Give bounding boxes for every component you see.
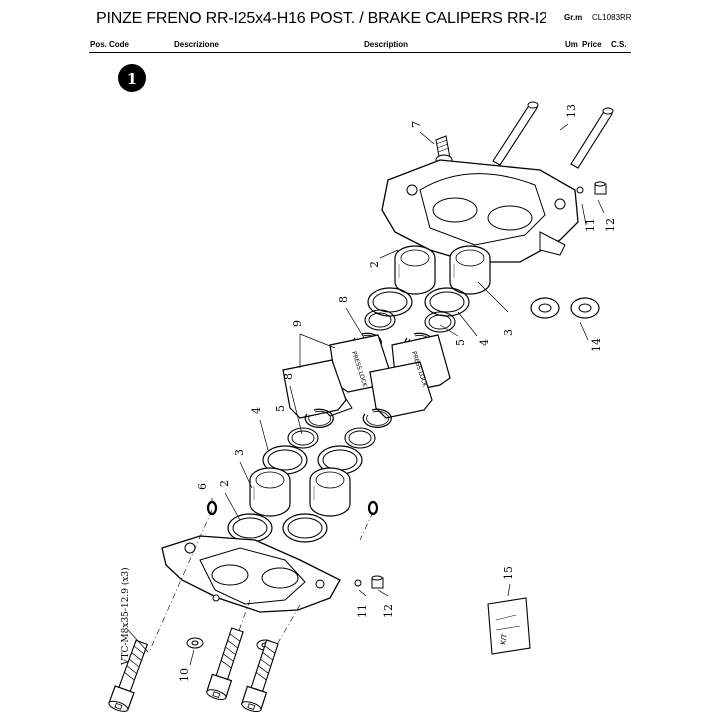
- caliper-upper-half: [381, 159, 579, 263]
- callout-3-upper: 3: [502, 329, 515, 336]
- lower-piston-stack: [227, 408, 392, 543]
- page-badge-number: 1: [127, 70, 137, 88]
- callout-12-lower: 12: [382, 604, 395, 618]
- callout-5-upper: 5: [454, 339, 467, 346]
- callout-9: 9: [291, 320, 304, 327]
- pin-13: [492, 101, 614, 169]
- callout-6: 6: [196, 483, 209, 490]
- callout-4-lower: 4: [250, 407, 263, 414]
- callout-13: 13: [565, 104, 578, 118]
- group-label: Gr.m: [564, 13, 583, 22]
- ring-nut-14: [530, 297, 600, 319]
- callout-11-upper: 11: [584, 218, 597, 232]
- header-rule: [89, 52, 631, 53]
- callout-4-upper: 4: [478, 339, 491, 346]
- callout-5-lower: 5: [274, 405, 287, 412]
- callout-8-lower: 8: [282, 373, 295, 380]
- col-descrizione: Descrizione: [174, 40, 219, 49]
- plug-12-lower: [371, 575, 384, 589]
- leader-lines: [127, 123, 605, 666]
- col-pos: Pos.: [90, 40, 107, 49]
- page-title: PINZE FRENO RR-I25x4-H16 POST. / BRAKE C…: [96, 10, 546, 27]
- callout-3-lower: 3: [233, 449, 246, 456]
- kit-label: KIT: [499, 632, 509, 645]
- callout-12-upper: 12: [604, 218, 617, 232]
- callout-8-upper: 8: [337, 296, 350, 303]
- callout-11-lower: 11: [356, 604, 369, 618]
- plug-12-upper: [594, 181, 607, 195]
- oring-6-right: [367, 500, 379, 516]
- col-description: Description: [364, 40, 409, 49]
- ball-11-lower: [354, 579, 362, 587]
- page-badge: [118, 64, 146, 92]
- kit-15: KIT: [487, 597, 531, 655]
- callout-2-lower: 2: [218, 480, 231, 487]
- ball-11-upper: [576, 186, 584, 194]
- callout-7: 7: [410, 121, 423, 128]
- col-code: Code: [109, 40, 129, 49]
- col-um: Um: [565, 40, 578, 49]
- screw-spec-label: VTC-M8x35-12.9 (x3): [120, 567, 131, 666]
- group-code: CL1083RR: [592, 13, 632, 22]
- callout-10: 10: [178, 668, 191, 682]
- col-cs: C.S.: [611, 40, 627, 49]
- callout-15: 15: [502, 566, 515, 580]
- callout-14: 14: [590, 338, 603, 352]
- oring-6-left: [206, 500, 218, 516]
- caliper-lower-half: [161, 535, 341, 613]
- callout-2-upper: 2: [368, 261, 381, 268]
- col-price: Price: [582, 40, 602, 49]
- callout-labels: 7 13 11 12 2 3 4 5 14 8 9 8 5 4 3 2 6 11…: [120, 104, 617, 682]
- brake-pads-9: PRESS LOCK PRESS LOCK: [282, 334, 451, 419]
